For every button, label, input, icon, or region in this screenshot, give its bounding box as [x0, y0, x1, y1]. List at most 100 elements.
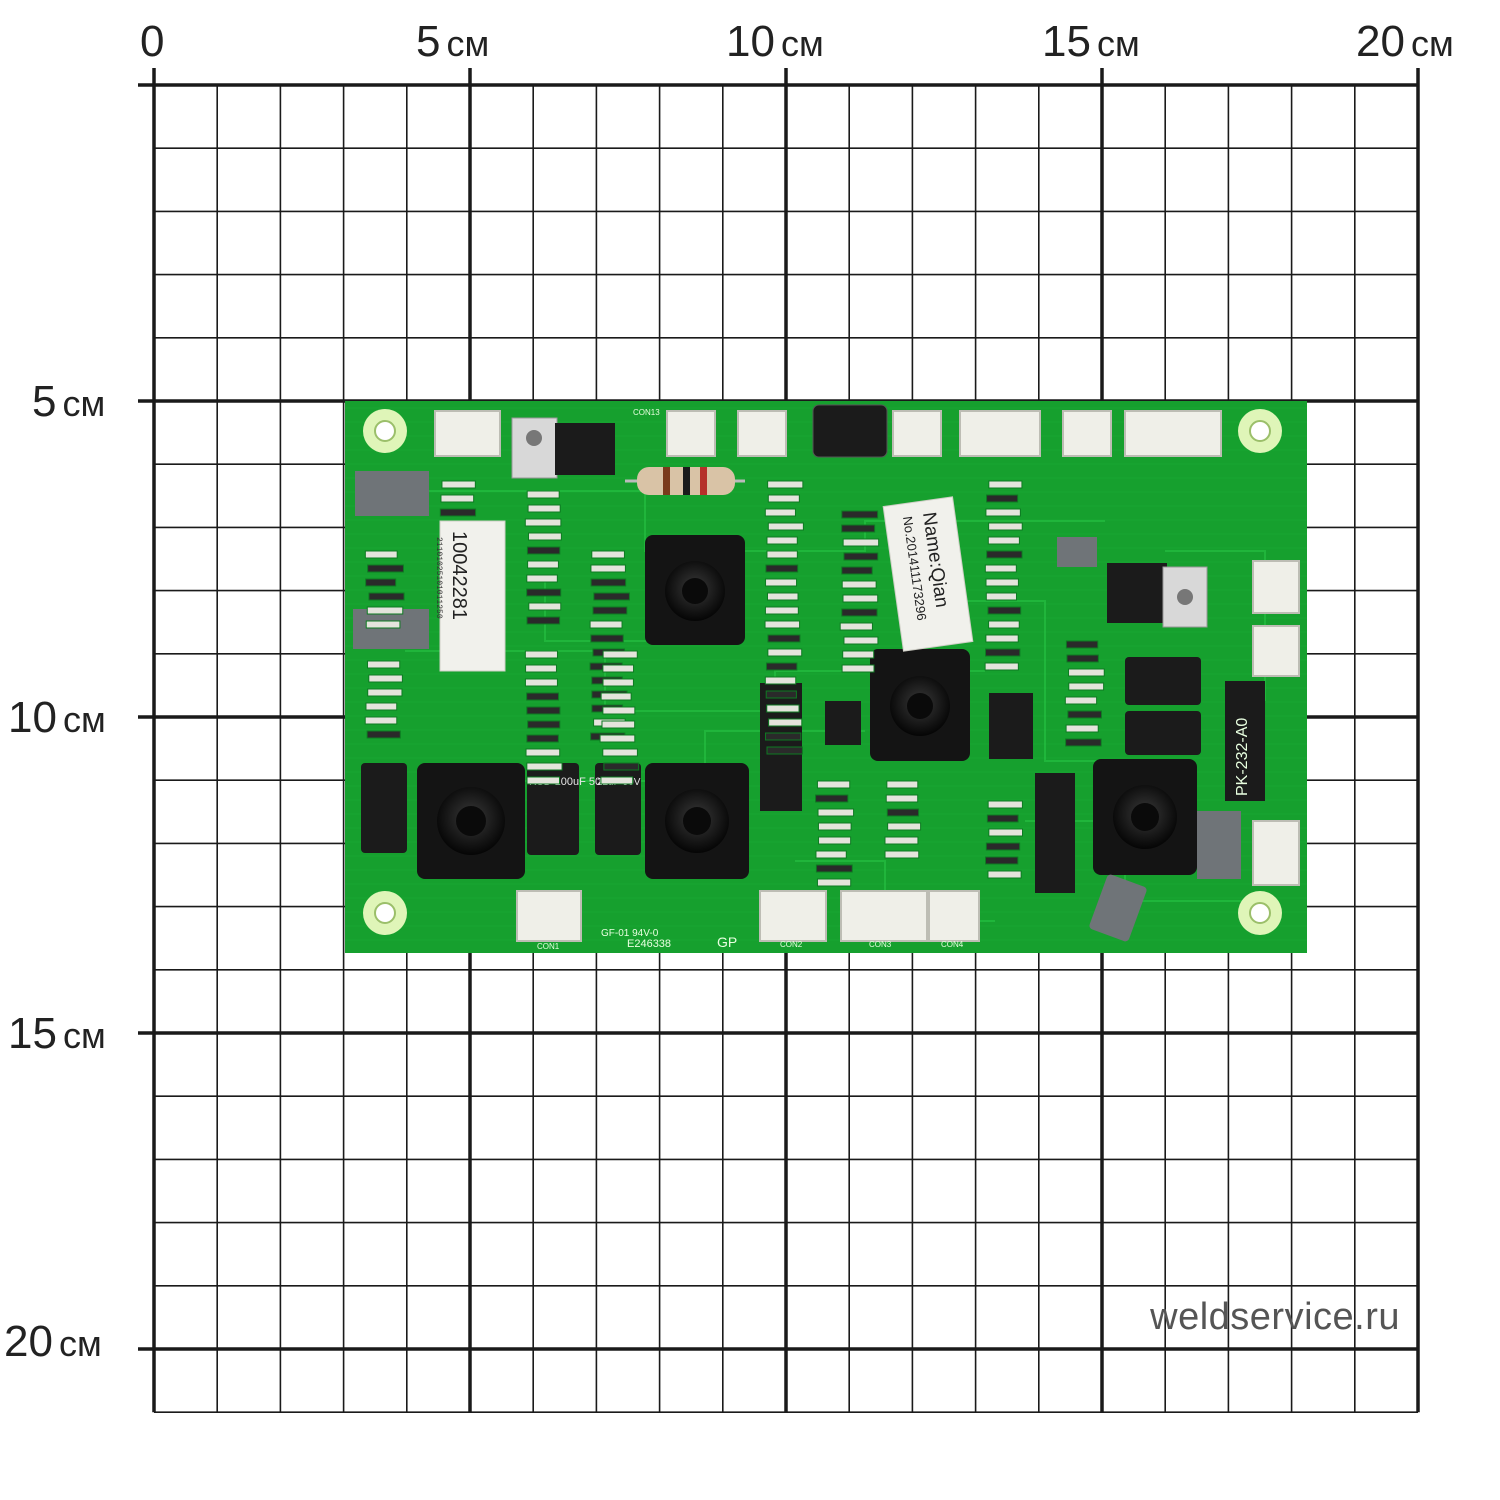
smd-component — [767, 634, 801, 643]
smd-component — [1065, 738, 1102, 747]
smd-component — [367, 564, 404, 573]
smd-component — [602, 650, 638, 659]
smd-component — [818, 836, 852, 845]
smd-component — [886, 780, 919, 789]
smd-component — [766, 746, 803, 755]
right-sticker: Name:Qian No.201411173296 — [882, 496, 974, 652]
smd-component — [817, 822, 852, 831]
smd-component — [526, 692, 560, 701]
smd-component — [842, 538, 880, 547]
smd-component — [601, 720, 636, 729]
bottom-connectors — [516, 890, 980, 942]
smd-component — [525, 748, 561, 757]
smd-component — [843, 552, 879, 561]
smd-component — [602, 664, 635, 673]
smd-component — [590, 634, 624, 643]
smd-component — [590, 564, 626, 573]
smd-component — [365, 702, 398, 711]
smd-component — [985, 592, 1017, 601]
smd-component — [1065, 724, 1099, 733]
smd-component — [524, 518, 562, 527]
smd-component — [1067, 710, 1102, 719]
smd-component — [589, 620, 623, 629]
smd-component — [527, 720, 561, 729]
smd-component — [368, 674, 403, 683]
smd-component — [841, 510, 879, 519]
smd-component — [602, 748, 638, 757]
smd-component — [768, 718, 803, 727]
smd-component — [841, 580, 877, 589]
smd-component — [816, 878, 852, 887]
smd-component — [817, 808, 855, 817]
smd-component — [366, 606, 404, 615]
smd-component — [841, 664, 875, 673]
circuit-board: KSD 100uF 50V 22uF 50V 10042281 21101025… — [345, 401, 1307, 953]
smd-component — [766, 550, 798, 559]
smd-component — [439, 508, 477, 517]
smd-component — [885, 794, 919, 803]
voltage-regulators — [511, 417, 1208, 628]
board-model-label: PK-232-A0 — [1234, 718, 1251, 796]
x-tick-label-0: 0 — [140, 17, 165, 66]
smd-component — [593, 592, 630, 601]
smd-component — [365, 620, 401, 629]
smd-component — [884, 836, 919, 845]
smd-component — [526, 490, 560, 499]
smd-component — [1064, 696, 1098, 705]
smd-component — [815, 794, 849, 803]
top-inductor — [812, 404, 888, 458]
smd-component — [985, 578, 1019, 587]
smd-component — [367, 688, 403, 697]
smd-component — [526, 762, 563, 771]
smd-component — [441, 480, 476, 489]
smd-component — [841, 566, 873, 575]
smd-component — [841, 608, 878, 617]
smd-component — [841, 524, 876, 533]
con3-label: CON3 — [869, 940, 892, 949]
smd-component — [766, 704, 800, 713]
smd-component — [365, 578, 397, 587]
gp-mark: GP — [717, 934, 737, 950]
smd-component — [764, 606, 799, 615]
smd-component — [985, 842, 1021, 851]
smd-component — [602, 678, 634, 687]
smd-component — [528, 602, 562, 611]
smd-component — [767, 480, 804, 489]
smd-component — [765, 564, 799, 573]
smd-component — [985, 648, 1021, 657]
smd-component — [766, 536, 798, 545]
smd-component — [985, 508, 1021, 517]
con2-label: CON2 — [780, 940, 803, 949]
left-sticker: 10042281 21101025101011250 — [434, 520, 506, 672]
smd-component — [842, 594, 879, 603]
top-connectors — [434, 410, 1222, 457]
smd-component — [984, 662, 1019, 671]
potentiometer-knobs — [417, 535, 1197, 879]
watermark: weldservice.ru — [1150, 1296, 1400, 1338]
con13-label: CON13 — [633, 408, 660, 417]
smd-component — [440, 494, 475, 503]
smd-component — [842, 650, 875, 659]
smd-component — [602, 706, 636, 715]
smd-component — [592, 606, 628, 615]
smd-component — [765, 690, 797, 699]
smd-component — [764, 620, 801, 629]
smd-component — [526, 546, 561, 555]
smd-component — [527, 504, 561, 513]
smd-component — [987, 800, 1023, 809]
smd-component — [766, 592, 799, 601]
gray-inductors — [353, 471, 1241, 879]
smd-component — [984, 564, 1017, 573]
smd-component — [526, 706, 561, 715]
smd-component — [985, 634, 1019, 643]
mounting-holes — [363, 409, 1282, 935]
smd-component — [599, 734, 636, 743]
smd-component — [1068, 682, 1105, 691]
